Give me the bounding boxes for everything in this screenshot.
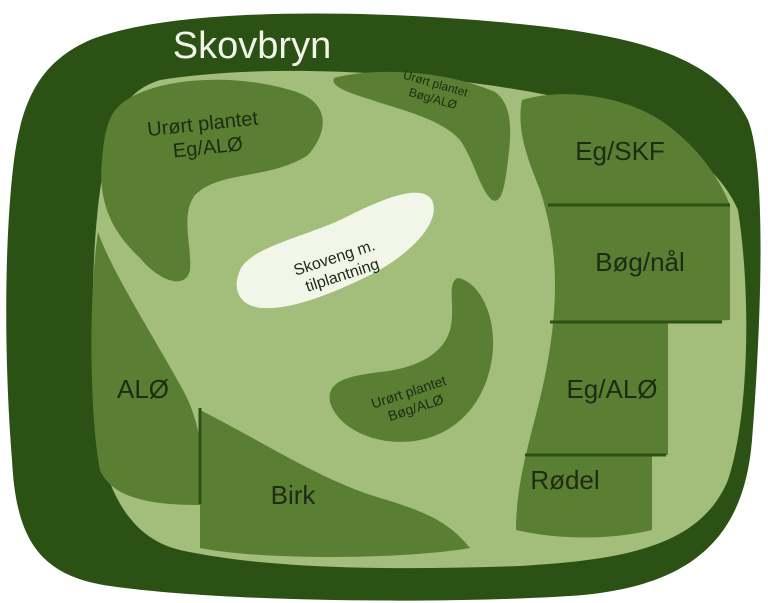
- label-rodel: Rødel: [530, 465, 599, 495]
- label-bog-nal: Bøg/nål: [595, 247, 685, 277]
- zone-alo: [91, 232, 203, 505]
- label-eg-alo: Eg/ALØ: [566, 374, 657, 404]
- zone-birk: [200, 410, 470, 557]
- zone-urort-top-mid: [333, 71, 511, 201]
- zone-urort-center: [329, 278, 494, 442]
- zone-urort-top-left: [101, 79, 323, 282]
- label-birk: Birk: [271, 480, 317, 510]
- label-alo: ALØ: [117, 374, 169, 404]
- zone-skoveng: [236, 192, 434, 309]
- label-eg-skf: Eg/SKF: [575, 136, 665, 166]
- map-title: Skovbryn: [173, 25, 331, 67]
